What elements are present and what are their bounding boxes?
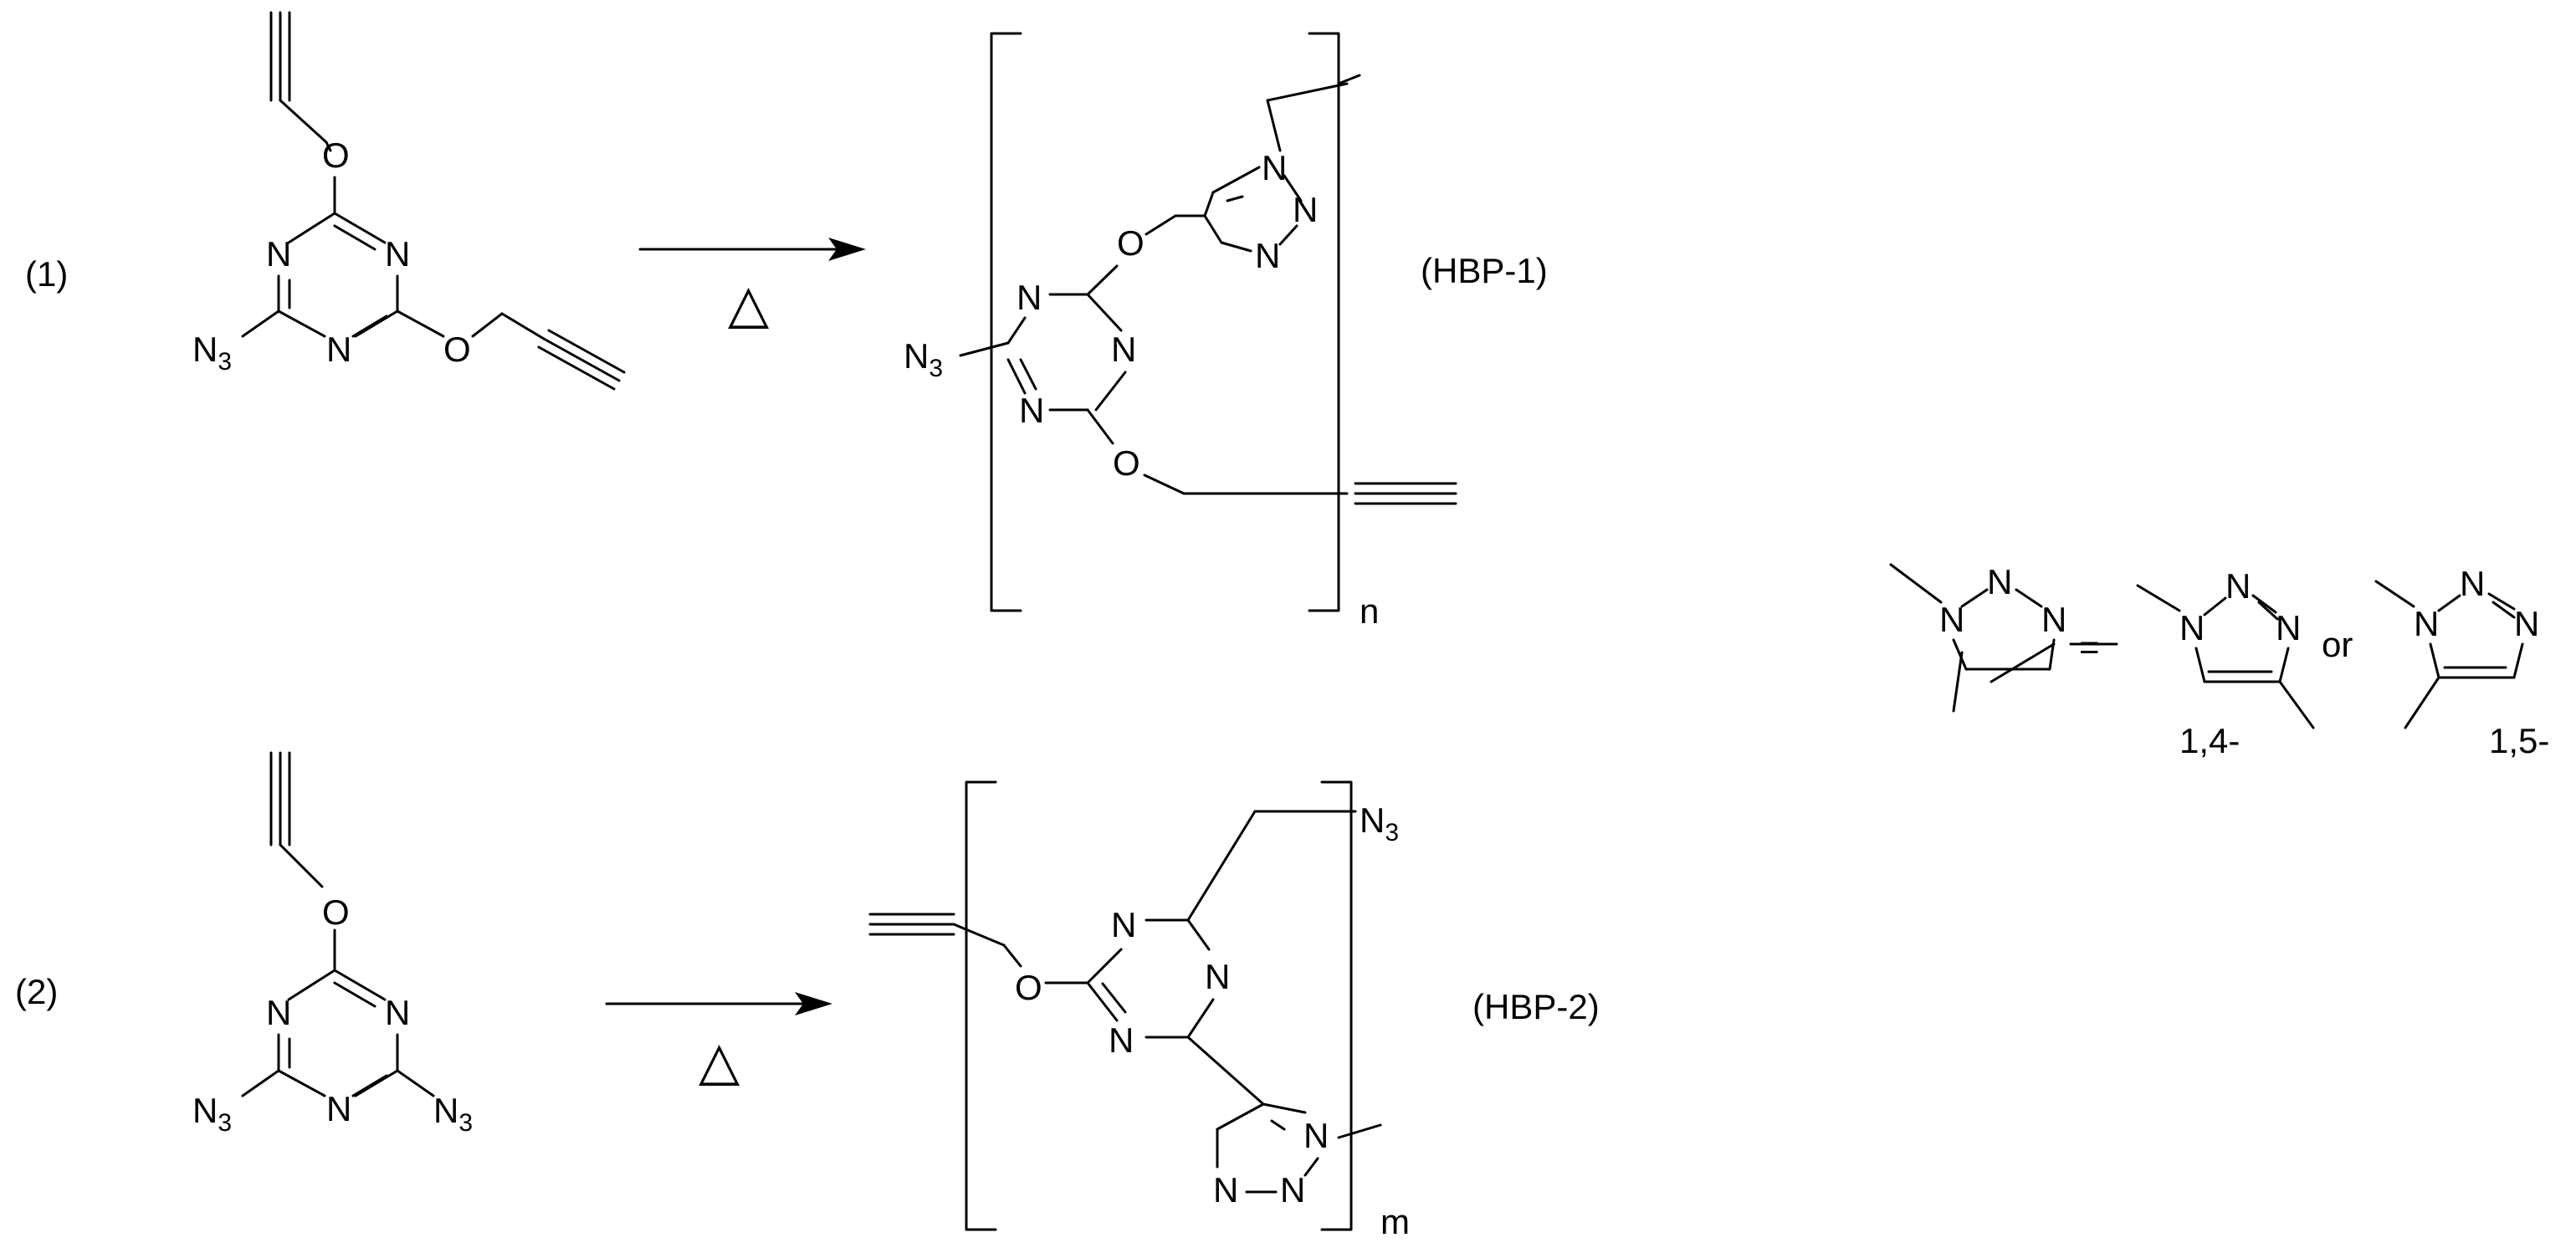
reaction-2-arrow: △ [605, 992, 832, 1091]
reaction-1-product-label: (HBP-1) [1421, 251, 1548, 290]
reaction-2-product-ring-n-bottom: N [1109, 1020, 1134, 1060]
reaction-1-arrowhead [828, 238, 866, 261]
reaction-2-product-triazole-n1: N [1303, 1116, 1329, 1155]
reaction-1-arrow: △ [638, 238, 866, 334]
reaction-2-product-triazole-n2: N [1280, 1170, 1305, 1210]
legend-generic-n1: N [1939, 600, 1964, 639]
reaction-2: (2) O N N N N3 N3 [15, 751, 1600, 1241]
reaction-1-product-ring-n-bottom: N [1019, 391, 1044, 430]
legend-generic-triazole: N N N = [1889, 562, 2118, 713]
reaction-2-reactant-ring-n-bottom: N [326, 1089, 351, 1128]
reaction-1-reactant-oxygen-right: O [443, 330, 471, 369]
reaction-1-product-oxygen-bottom: O [1113, 443, 1140, 483]
reaction-1-reactant-ring-n-bottom: N [326, 330, 351, 369]
reaction-1-product-azide: N3 [904, 336, 943, 382]
reaction-2-product-ring-n-top: N [1111, 905, 1136, 944]
reaction-1-heat-symbol: △ [728, 274, 770, 334]
legend-or: or [2322, 625, 2353, 664]
reaction-1-reactant-oxygen-top: O [322, 136, 350, 175]
reaction-2-reactant-oxygen: O [322, 893, 350, 932]
legend-14-n1: N [2179, 608, 2205, 647]
reaction-1-product-triazole-n3: N [1255, 236, 1280, 275]
legend-generic-n3: N [2041, 600, 2066, 639]
reaction-2-product-oxygen: O [1015, 968, 1042, 1007]
reaction-2-arrowhead [795, 992, 832, 1015]
reaction-2-product-ring-n-right: N [1205, 957, 1230, 996]
reaction-2-repeat-index: m [1380, 1202, 1410, 1241]
reaction-2-reactant-azide-right: N3 [433, 1091, 473, 1137]
legend-15-label: 1,5- [2489, 721, 2549, 760]
reaction-2-product: m O N N N N3 [868, 780, 1600, 1241]
legend-14-triazole: N N N 1,4- [2136, 566, 2315, 760]
legend-14-n2: N [2225, 566, 2251, 606]
reaction-2-number: (2) [15, 972, 58, 1011]
reaction-1-product-triazole-n1: N [1262, 148, 1287, 187]
reaction-1-product-ring-n-top: N [1017, 278, 1042, 317]
reaction-1-product-oxygen-top: O [1117, 223, 1145, 263]
legend-15-triazole: N N N 1,5- [2374, 564, 2549, 760]
reaction-2-reactant-azide-left: N3 [192, 1091, 232, 1137]
reaction-2-reactant: O N N N N3 N3 [192, 751, 473, 1137]
legend-15-n3: N [2514, 604, 2539, 643]
reaction-2-product-azide: N3 [1360, 800, 1399, 846]
legend-generic-n2: N [1987, 562, 2012, 601]
reaction-1-product: n N3 N N N O N N N [904, 32, 1548, 631]
reaction-1: (1) O N N N N3 [25, 11, 1548, 631]
legend-14-label: 1,4- [2179, 721, 2240, 760]
reaction-1-reactant-ring-n-left: N [266, 234, 291, 274]
reaction-2-product-triazole-n3: N [1213, 1170, 1238, 1210]
legend-15-n1: N [2414, 604, 2439, 643]
legend-14-n3: N [2276, 608, 2301, 647]
reaction-2-heat-symbol: △ [699, 1031, 740, 1091]
legend-15-n2: N [2460, 564, 2485, 603]
reaction-1-product-ring-n-right: N [1111, 330, 1136, 369]
reaction-1-repeat-index: n [1360, 591, 1379, 631]
reaction-2-reactant-ring-n-right: N [385, 993, 410, 1032]
reaction-2-reactant-ring-n-left: N [266, 993, 291, 1032]
reaction-2-product-label: (HBP-2) [1472, 987, 1600, 1026]
reaction-1-number: (1) [25, 254, 68, 294]
reaction-1-reactant-azide: N3 [192, 330, 232, 376]
reaction-1-reactant: O N N N N3 O [192, 11, 626, 391]
legend-equals: = [2079, 627, 2100, 667]
reaction-1-reactant-ring-n-right: N [385, 234, 410, 274]
triazole-isomer-legend: N N N = N N N 1,4- [1889, 562, 2549, 760]
